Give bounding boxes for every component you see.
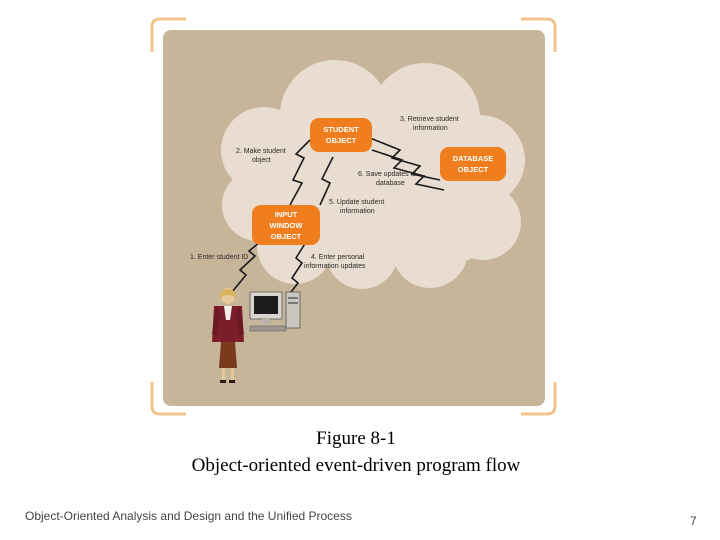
user-person-illustration [212,288,244,383]
frame-brackets [150,17,557,416]
step-5-label-line2: information [340,208,375,215]
step-1-label: 1. Enter student ID [190,254,248,261]
step-3-label-line2: information [413,125,448,132]
step-5-label-line1: 5. Update student [329,199,384,206]
student-object-line1: STUDENT [323,125,359,134]
arrow-student-to-input [319,156,334,206]
step-6-label-line2: database [376,180,405,187]
arrow-input-to-user [287,241,307,297]
figure-caption: Object-oriented event-driven program flo… [191,455,521,476]
step-6-label-line1: 6. Save updates to [358,171,416,178]
figure-number: Figure 8-1 [316,428,396,449]
input-window-object: INPUT WINDOW OBJECT [252,205,320,245]
program-flow-diagram: STUDENT OBJECT DATABASE OBJECT INPUT WIN… [150,17,557,416]
student-object-line2: OBJECT [326,136,357,145]
input-object-line1: INPUT [275,210,298,219]
course-footer: Object-Oriented Analysis and Design and … [25,509,352,523]
arrow-database-to-student [371,149,445,191]
student-object: STUDENT OBJECT [310,118,372,152]
page-number: 7 [690,514,697,528]
arrow-user-to-input [231,237,266,293]
arrow-input-to-student [289,139,311,206]
step-2-label-line2: object [252,157,271,164]
input-object-line3: OBJECT [271,232,302,241]
database-object-line2: OBJECT [458,165,489,174]
database-object-line1: DATABASE [453,154,494,163]
message-arrows [231,137,445,297]
computer-icon [249,291,301,332]
step-4-label-line1: 4. Enter personal [311,254,365,261]
step-2-label-line1: 2. Make student [236,148,286,155]
database-object: DATABASE OBJECT [440,147,506,181]
arrow-student-to-database [369,137,441,181]
step-4-label-line2: information updates [304,263,366,270]
input-object-line2: WINDOW [270,221,304,230]
step-3-label-line1: 3. Retrieve student [400,116,459,123]
